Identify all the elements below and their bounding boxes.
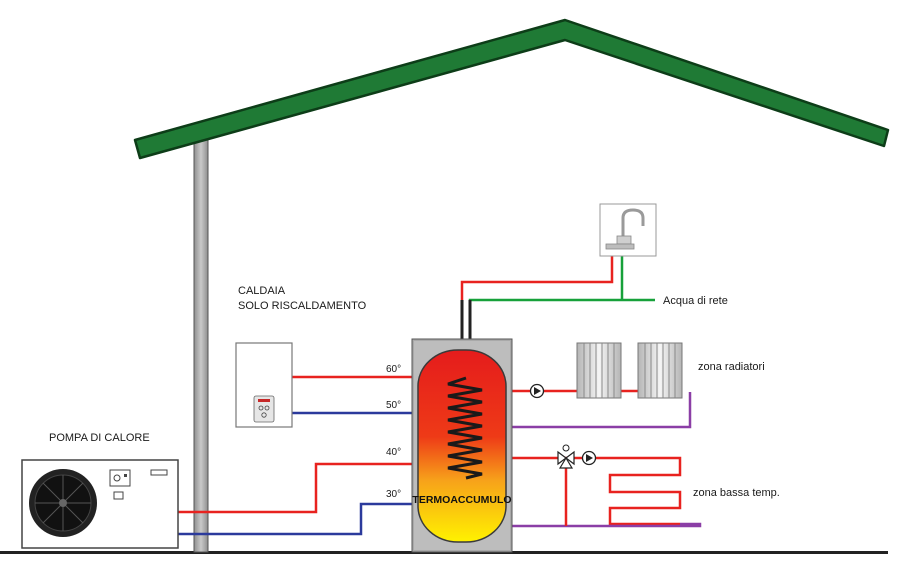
mixing-valve-icon <box>557 444 575 469</box>
pump-icon <box>581 450 597 466</box>
pump-icon <box>529 383 545 399</box>
radiator-icon <box>637 342 683 399</box>
heat-exchanger-coil <box>447 376 483 480</box>
house-roof <box>133 18 890 160</box>
storage-tank: TERMOACCUMULO <box>411 338 513 553</box>
mains-water-label: Acqua di rete <box>663 295 728 307</box>
house-wall <box>193 135 209 553</box>
radiator-icon <box>576 342 622 399</box>
temp-label-30: 30° <box>386 489 401 500</box>
boiler-subtitle: SOLO RISCALDAMENTO <box>238 300 367 312</box>
heatpump-return-pipe <box>178 502 412 536</box>
low-temp-zone-label: zona bassa temp. <box>693 487 780 499</box>
temp-label-60: 60° <box>386 364 401 375</box>
lowtemp-return-pipe <box>566 522 702 528</box>
heatpump-supply-pipe <box>178 462 412 514</box>
boiler-title: CALDAIA <box>238 285 286 297</box>
radiator-return-pipe <box>512 392 692 429</box>
temp-label-50: 50° <box>386 400 401 411</box>
boiler-unit <box>235 342 293 428</box>
lowtemp-floor-loop <box>600 456 682 526</box>
radiator-zone-label: zona radiatori <box>698 361 765 373</box>
faucet-icon <box>599 203 657 257</box>
fan-icon <box>29 469 97 537</box>
heat-pump-unit <box>21 459 179 549</box>
heat-pump-label: POMPA DI CALORE <box>49 432 150 444</box>
temp-label-40: 40° <box>386 447 401 458</box>
tank-label: TERMOACCUMULO <box>412 494 511 506</box>
